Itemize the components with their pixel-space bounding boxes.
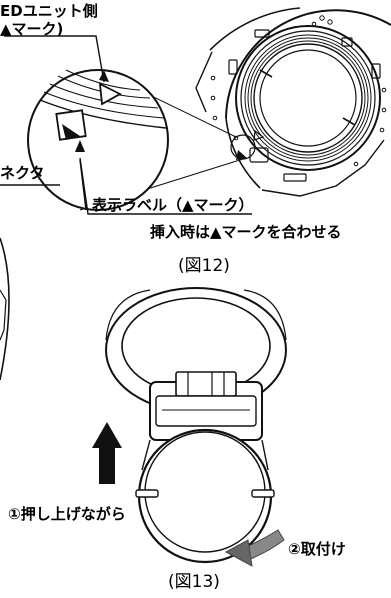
attach-label: ②取付け bbox=[288, 540, 346, 558]
attach-curved-arrow bbox=[224, 529, 285, 567]
fig12-leaders bbox=[0, 35, 252, 215]
display-label-text: 表示ラベル（▲マーク） bbox=[92, 196, 254, 214]
insert-instruction-text: 挿入時は▲マークを合わせる bbox=[150, 223, 342, 241]
fig12-left-partial-ring bbox=[0, 237, 10, 381]
connector-label: ネクタ bbox=[0, 164, 45, 182]
push-up-arrow bbox=[92, 422, 122, 484]
figure-12-caption: (図12) bbox=[178, 256, 230, 276]
figure-13-caption: (図13) bbox=[168, 572, 220, 592]
fig12-ring-plate bbox=[195, 7, 391, 197]
fig12-ring-marks bbox=[230, 129, 265, 160]
led-unit-side-label-line2: ▲マーク) bbox=[0, 20, 64, 38]
fig13-led-unit bbox=[135, 371, 275, 564]
fig12-zoom-circle bbox=[27, 69, 169, 211]
push-up-label: ①押し上げながら bbox=[8, 505, 126, 523]
led-unit-side-label-line1: EDユニット側 bbox=[0, 2, 98, 20]
